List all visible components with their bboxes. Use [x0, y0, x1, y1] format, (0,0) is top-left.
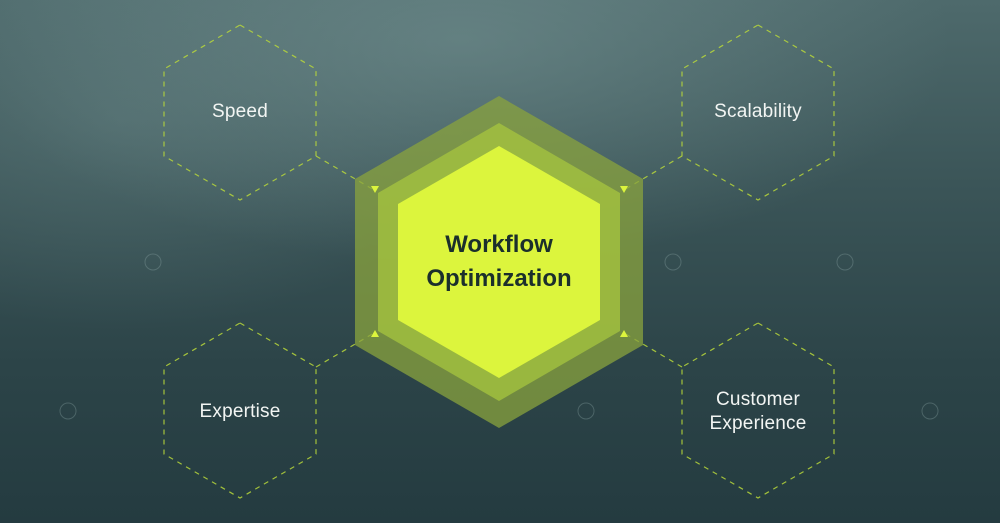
arrow-scalability-icon: [620, 186, 628, 193]
arrow-customer-experience-icon: [620, 330, 628, 337]
center-label: Workflow Optimization: [426, 231, 572, 292]
connector-scalability: [623, 155, 683, 191]
customer-experience-hexagon: [681, 322, 835, 499]
connector-expertise: [315, 332, 375, 368]
arrow-speed-icon: [371, 186, 379, 193]
node-label-expertise: Expertise: [199, 401, 281, 422]
node-label-scalability: Scalability: [714, 101, 802, 122]
arrow-expertise-icon: [371, 330, 379, 337]
node-label-customer-experience: Customer Experience: [709, 389, 807, 434]
node-label-speed: Speed: [212, 101, 268, 122]
connector-customer-experience: [623, 332, 683, 368]
background-decor: [59, 253, 939, 420]
expertise-hexagon: [163, 322, 317, 499]
center-hexagon-inner: [398, 146, 600, 378]
scalability-hexagon: [681, 24, 835, 201]
speed-hexagon: [163, 24, 317, 201]
connector-speed: [315, 155, 375, 191]
